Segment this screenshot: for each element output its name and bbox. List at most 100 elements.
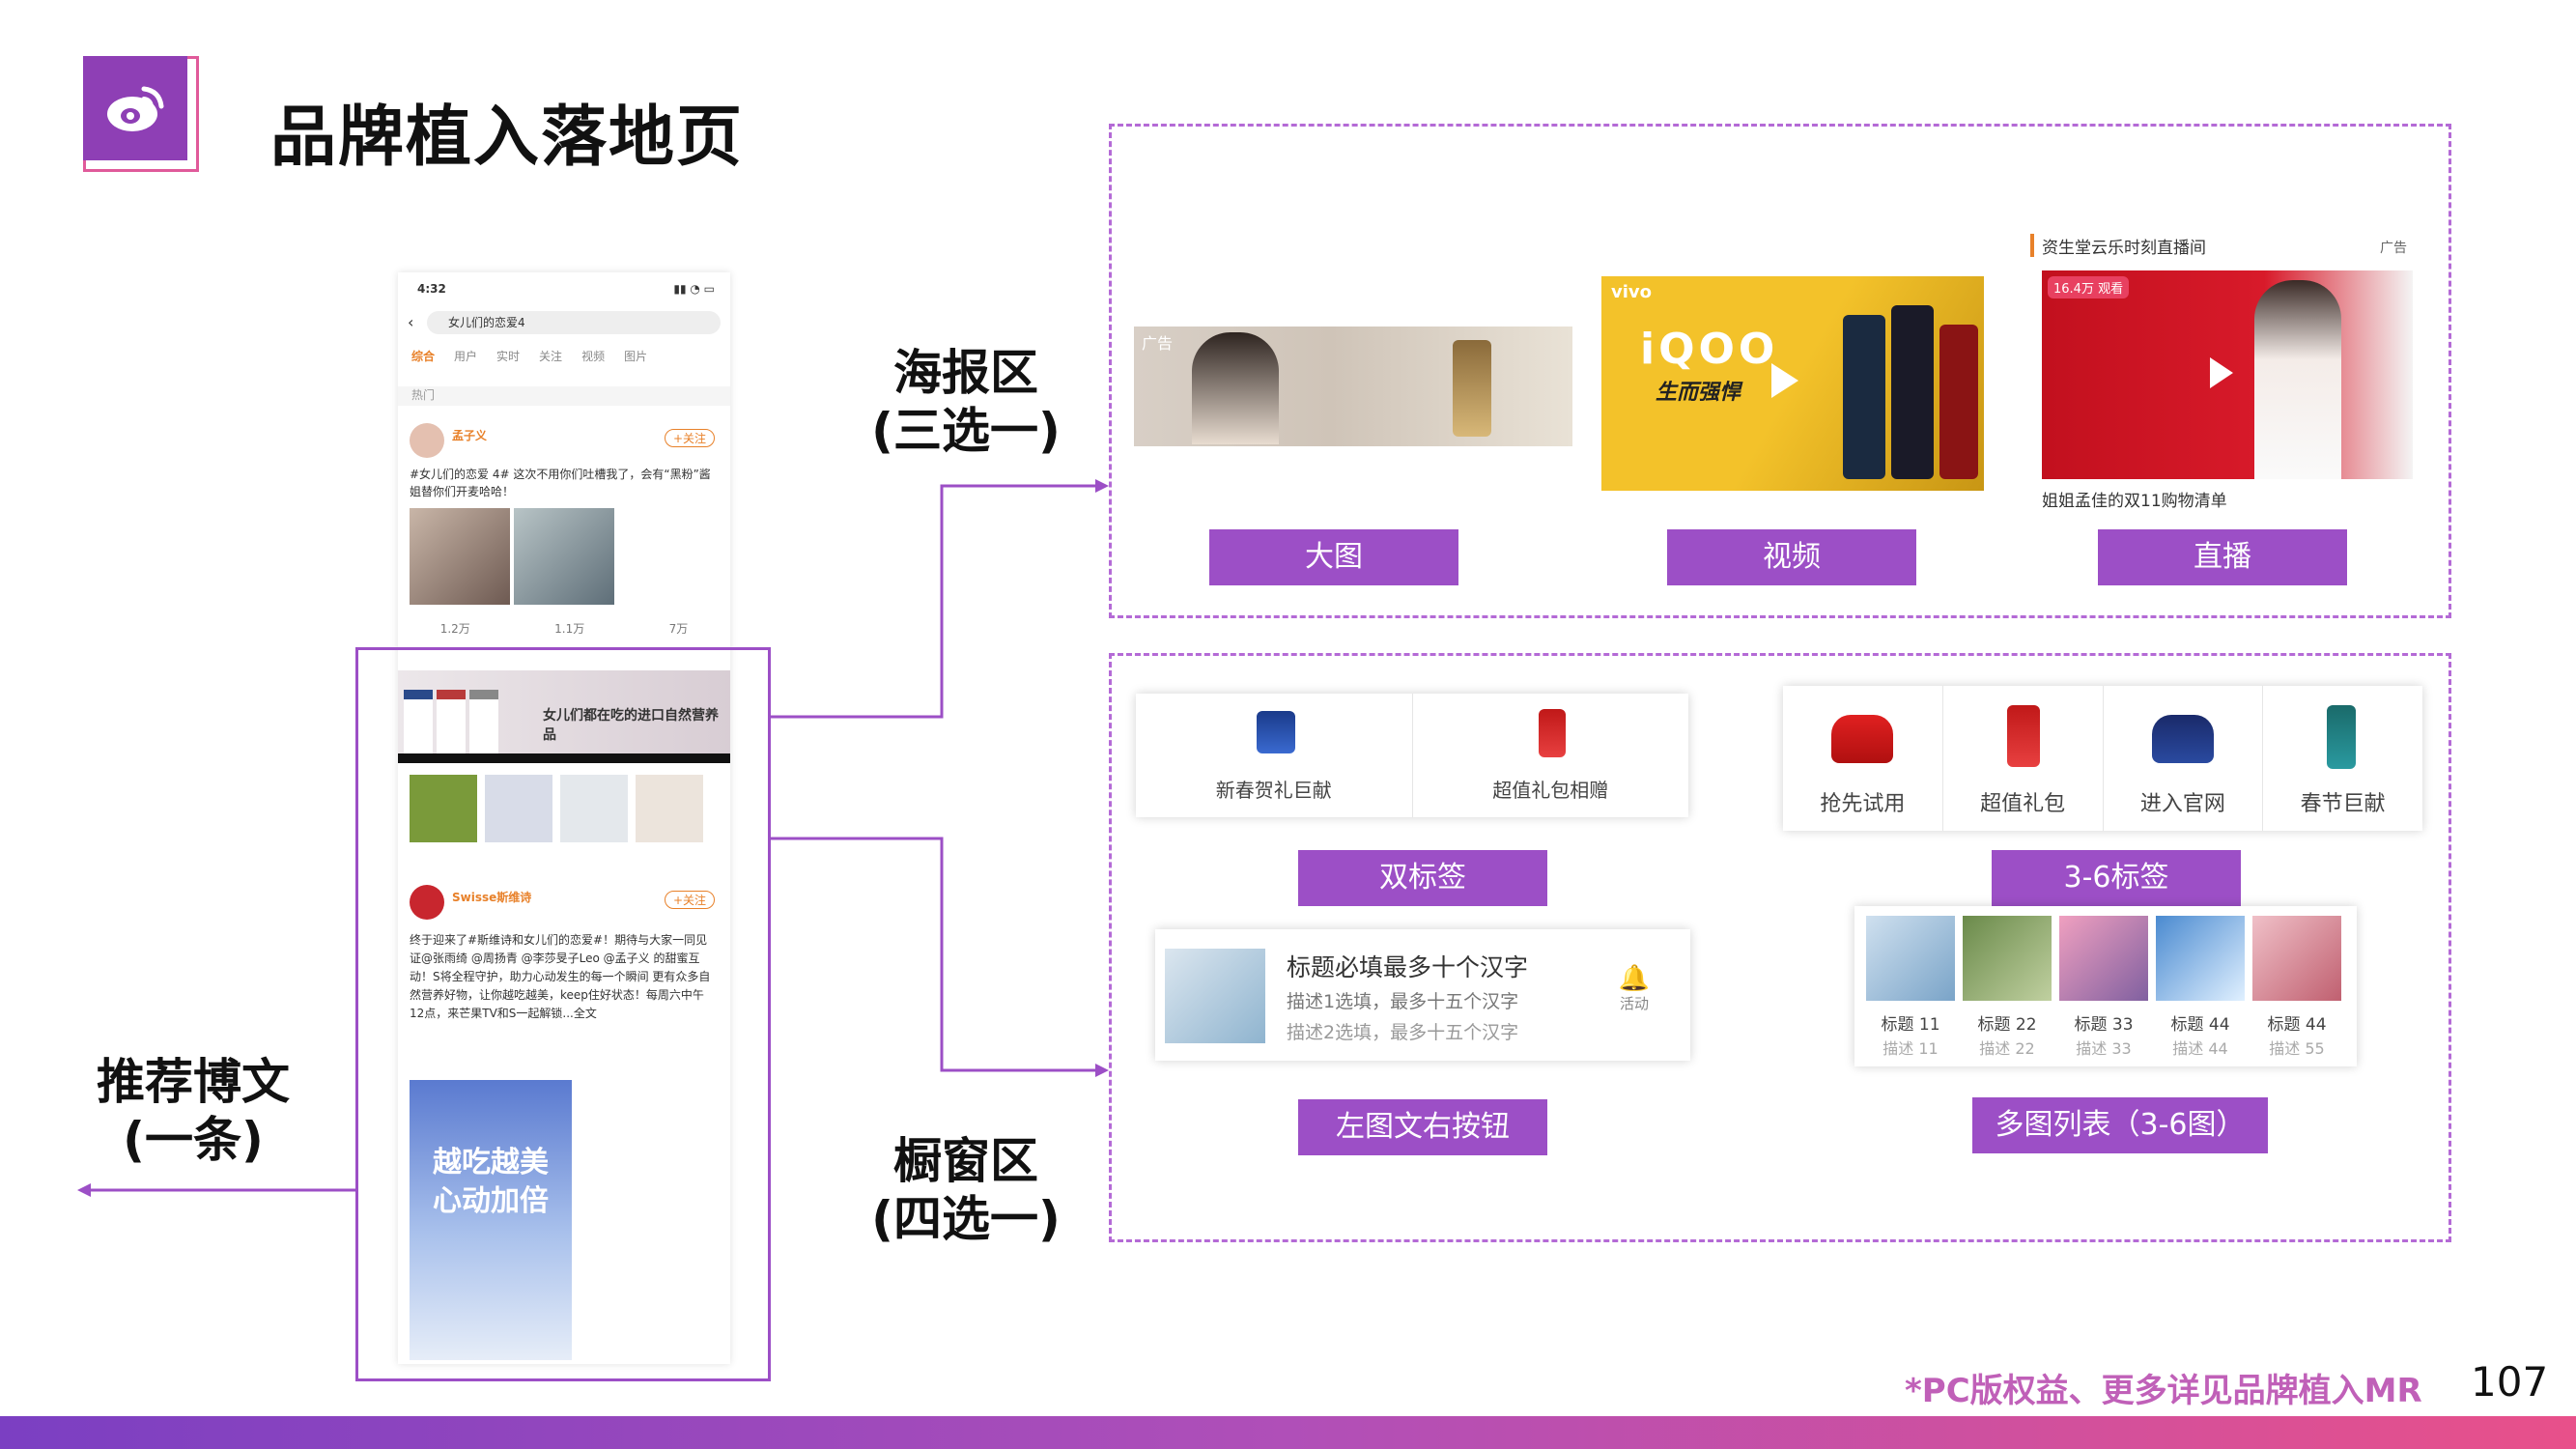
recommend-post-label: 推荐博文 (一条) (77, 1053, 309, 1169)
status-time: 4:32 (417, 282, 446, 296)
page-number: 107 (2471, 1358, 2549, 1406)
repost-count[interactable]: 1.2万 (439, 622, 470, 636)
search-input[interactable]: 女儿们的恋爱4 (427, 311, 721, 334)
play-icon[interactable] (2210, 357, 2233, 388)
play-icon[interactable] (1771, 363, 1798, 398)
ad-tag: 广告 (2380, 241, 2407, 256)
big-image-button[interactable]: 大图 (1209, 529, 1458, 585)
left-image-card[interactable]: 标题必填最多十个汉字 描述1选填，最多十五个汉字 描述2选填，最多十五个汉字 🔔… (1155, 929, 1690, 1061)
banner-text: 女儿们都在吃的进口自然营养品 (543, 708, 719, 743)
phone-product (1939, 325, 1978, 479)
product-thumb[interactable] (636, 775, 703, 842)
product-icon (1538, 709, 1566, 757)
list-title: 标题 11 (1881, 1015, 1940, 1035)
arrow-head-icon (1095, 479, 1109, 493)
phone-product (1843, 315, 1885, 479)
tab-realtime[interactable]: 实时 (496, 350, 521, 363)
product-thumb[interactable] (410, 775, 477, 842)
list-image[interactable] (2059, 916, 2148, 1001)
product-thumb[interactable] (485, 775, 552, 842)
live-header: 资生堂云乐时刻直播间 (2042, 239, 2206, 258)
user-name[interactable]: 孟子义 (452, 429, 488, 442)
poster-connector (771, 484, 1101, 719)
tag-item[interactable]: 春节巨献 (2263, 686, 2422, 831)
avatar[interactable] (410, 423, 444, 458)
post-image[interactable] (410, 508, 510, 605)
video-ad[interactable]: vivo iQOO 生而强悍 (1601, 276, 1984, 491)
card-title: 标题必填最多十个汉字 (1287, 953, 1529, 981)
activity-label: 活动 (1619, 995, 1649, 1012)
video-brand: vivo (1611, 282, 1653, 302)
phone-product (1891, 305, 1934, 479)
tab-video[interactable]: 视频 (581, 350, 606, 363)
list-image[interactable] (1963, 916, 2052, 1001)
like-count[interactable]: 7万 (668, 622, 689, 636)
list-title: 标题 44 (2170, 1015, 2230, 1035)
post-text: #女儿们的恋爱 4# 这次不用你们吐槽我了，会有“黑粉”酱姐替你们开麦哈哈！ (410, 468, 711, 498)
promo-text: 心动加倍 (433, 1184, 549, 1218)
window-area-box (1109, 653, 2451, 1242)
search-text: 女儿们的恋爱4 (448, 316, 525, 329)
product-thumbs (398, 775, 730, 852)
tags-3-6-button[interactable]: 3-6标签 (1992, 850, 2241, 906)
live-button[interactable]: 直播 (2098, 529, 2347, 585)
video-button[interactable]: 视频 (1667, 529, 1916, 585)
tab-images[interactable]: 图片 (624, 350, 648, 363)
host-photo (2254, 280, 2341, 479)
live-card[interactable]: 资生堂云乐时刻直播间 广告 16.4万 观看 姐姐孟佳的双11购物清单 (2028, 230, 2415, 511)
brand-banner[interactable]: 女儿们都在吃的进口自然营养品 (398, 670, 730, 763)
list-image[interactable] (2156, 916, 2245, 1001)
card-thumbnail (1165, 949, 1265, 1043)
multi-image-list-button[interactable]: 多图列表（3-6图） (1972, 1097, 2268, 1153)
video-title: iQOO (1640, 325, 1779, 374)
promo-text: 越吃越美 (433, 1146, 549, 1179)
tags-card: 抢先试用 超值礼包 进入官网 春节巨献 (1783, 686, 2422, 831)
list-desc: 描述 44 (2172, 1039, 2228, 1058)
post-header: 孟子义 +关注 (398, 423, 730, 462)
product-bottle (437, 690, 466, 753)
tab-users[interactable]: 用户 (454, 350, 478, 363)
dual-tag-item[interactable]: 新春贺礼巨献 (1136, 694, 1413, 817)
tag-item[interactable]: 抢先试用 (1783, 686, 1943, 831)
search-row: ‹ 女儿们的恋爱4 (398, 311, 730, 338)
bell-icon: 🔔 (1618, 964, 1651, 993)
dual-tag-button[interactable]: 双标签 (1298, 850, 1547, 906)
product-thumb[interactable] (560, 775, 628, 842)
back-icon[interactable]: ‹ (408, 313, 414, 331)
big-image-ad[interactable]: 广告 (1134, 327, 1572, 446)
arrow-head-icon (1095, 1064, 1109, 1077)
activity-button[interactable]: 🔔 活动 (1615, 964, 1654, 1013)
multi-image-card: 标题 11 标题 22 标题 33 标题 44 标题 44 描述 11 描述 2… (1854, 906, 2357, 1066)
model-photo (1192, 332, 1279, 444)
tag-item[interactable]: 进入官网 (2104, 686, 2264, 831)
list-image[interactable] (2252, 916, 2341, 1001)
poster-area-title: 海报区 (893, 345, 1038, 401)
tag-item[interactable]: 超值礼包 (1943, 686, 2104, 831)
left-image-right-button-button[interactable]: 左图文右按钮 (1298, 1099, 1547, 1155)
live-video[interactable]: 16.4万 观看 (2042, 270, 2413, 479)
weibo-logo-icon (83, 56, 187, 160)
user-name[interactable]: Swisse斯维诗 (452, 891, 532, 904)
phone-screenshot: 4:32 ▮▮ ◔ ▭ ‹ 女儿们的恋爱4 综合 用户 实时 关注 视频 图片 … (398, 272, 730, 1364)
live-caption: 姐姐孟佳的双11购物清单 (2042, 492, 2227, 511)
list-image[interactable] (1866, 916, 1955, 1001)
post-header: Swisse斯维诗 +关注 (398, 885, 730, 923)
recommend-post-title: 推荐博文 (97, 1054, 290, 1110)
list-desc: 描述 22 (1979, 1039, 2035, 1058)
follow-button[interactable]: +关注 (664, 429, 715, 447)
tab-bar: 综合 用户 实时 关注 视频 图片 (398, 348, 730, 371)
dual-tag-label: 新春贺礼巨献 (1215, 779, 1332, 802)
post-image[interactable] (514, 508, 614, 605)
footer-gradient-bar (0, 1416, 2576, 1449)
dual-tag-item[interactable]: 超值礼包相赠 (1413, 694, 1689, 817)
avatar[interactable] (410, 885, 444, 920)
promo-image[interactable]: 越吃越美 心动加倍 (410, 1080, 572, 1360)
dual-tag-label: 超值礼包相赠 (1492, 779, 1609, 802)
tab-all[interactable]: 综合 (411, 350, 436, 363)
follow-button[interactable]: +关注 (664, 891, 715, 909)
comment-count[interactable]: 1.1万 (554, 622, 585, 636)
status-bar: 4:32 ▮▮ ◔ ▭ (398, 282, 730, 305)
tab-follow[interactable]: 关注 (539, 350, 563, 363)
card-desc: 描述2选填，最多十五个汉字 (1287, 1022, 1519, 1043)
list-title: 标题 33 (2074, 1015, 2134, 1035)
